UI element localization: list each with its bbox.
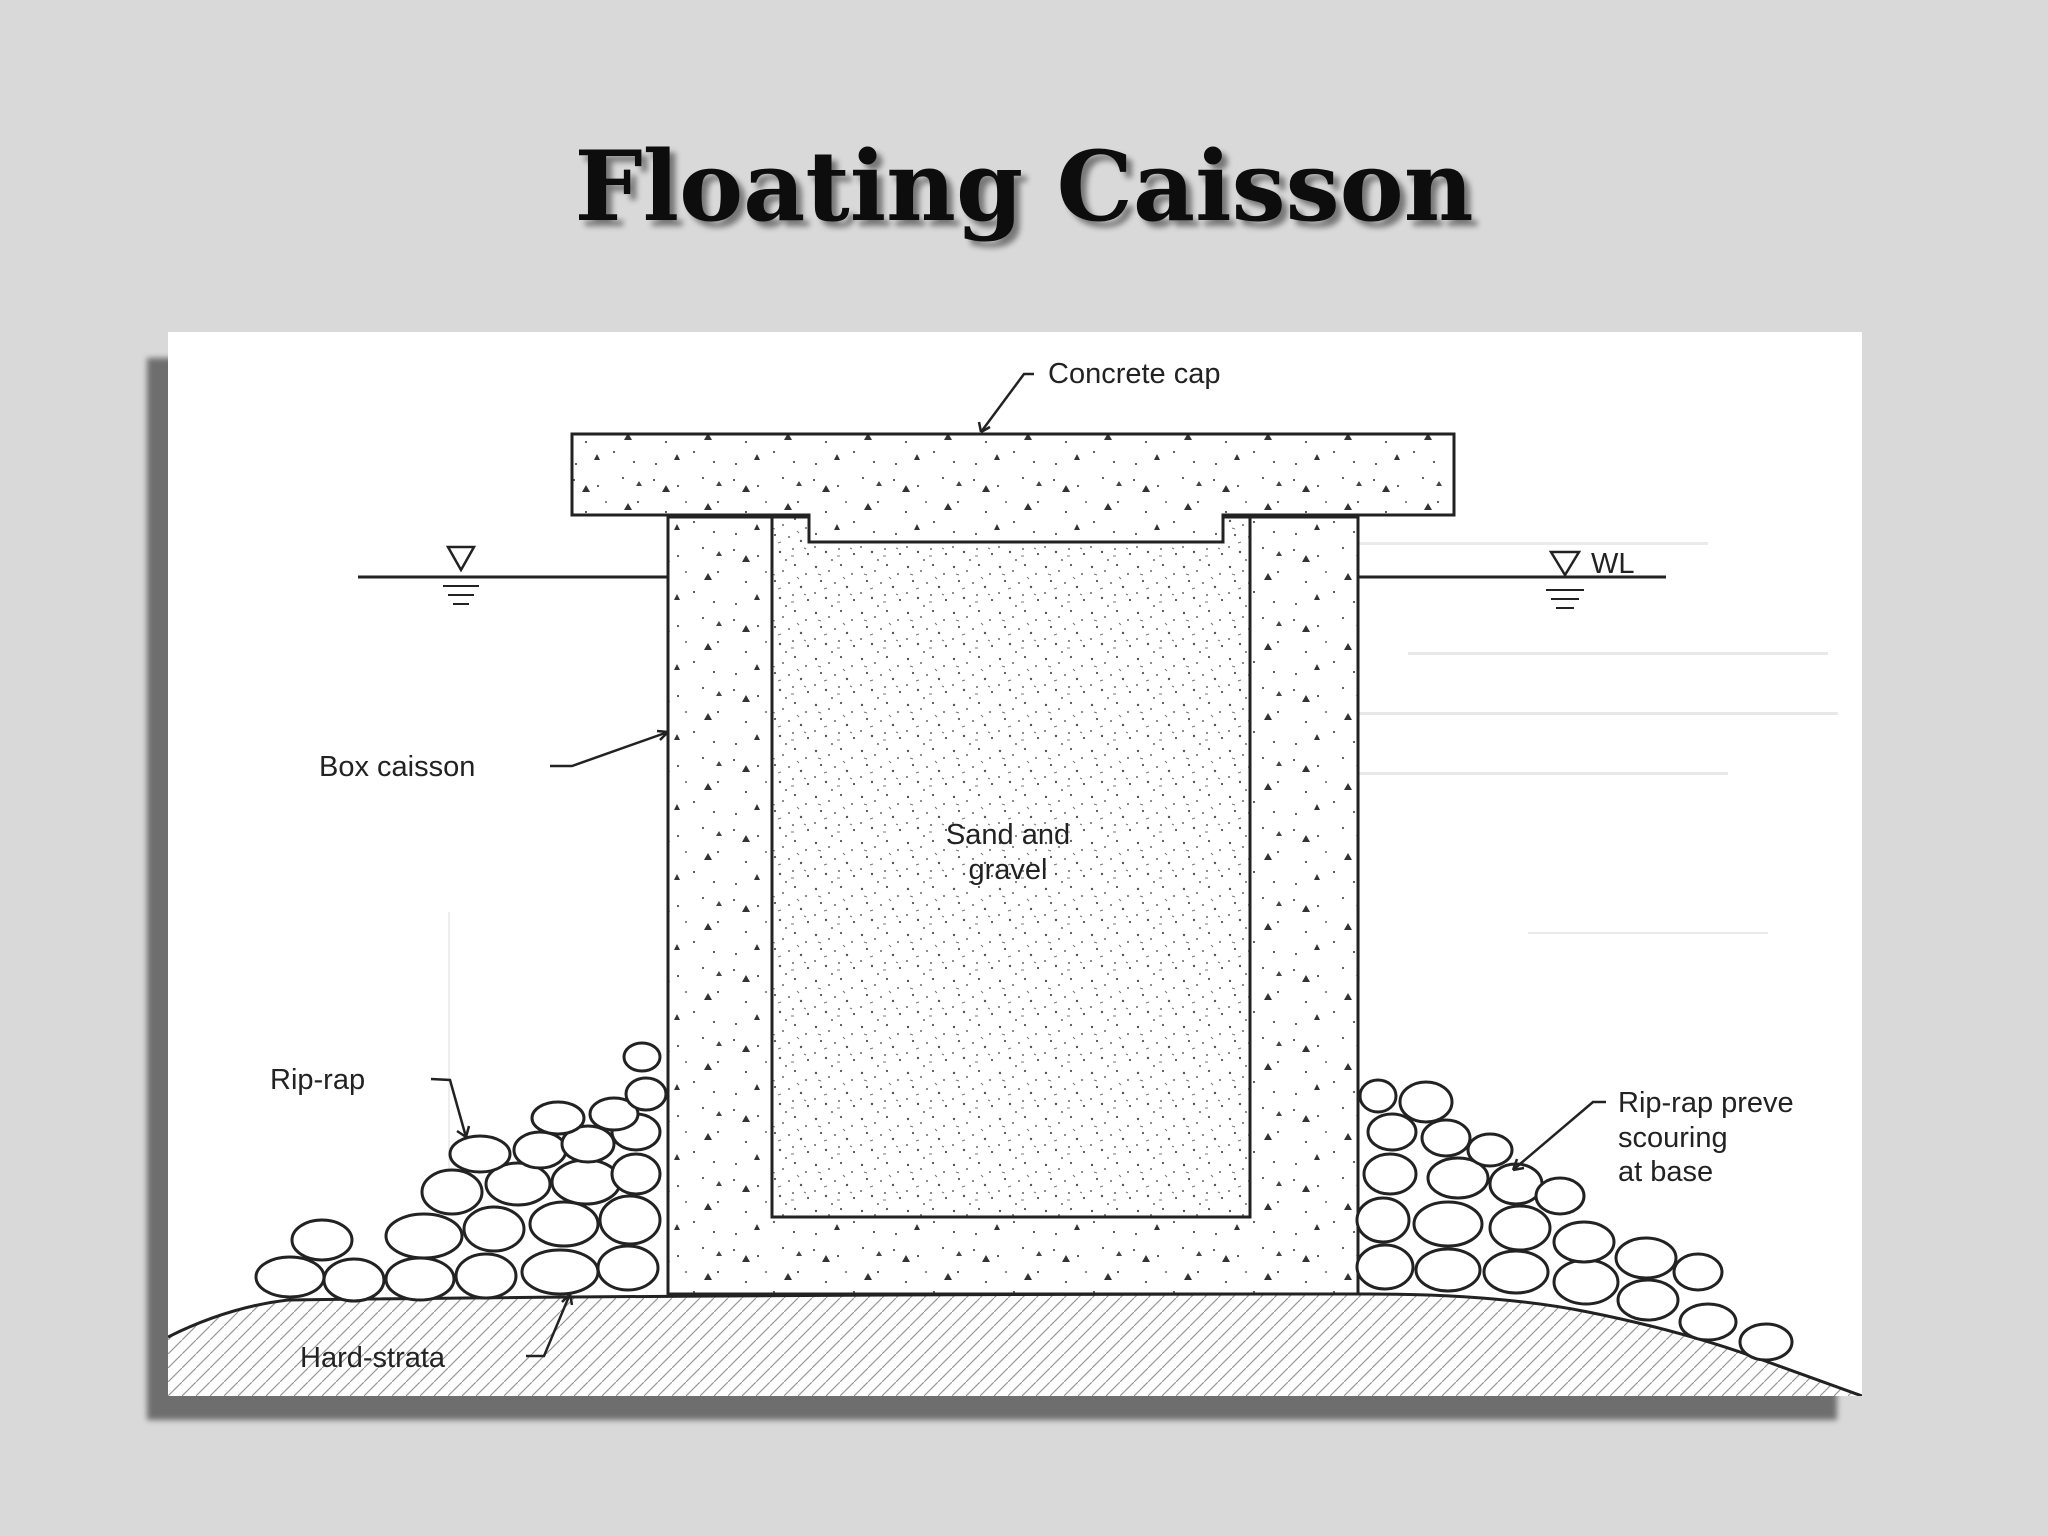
concrete-cap-label: Concrete cap bbox=[1048, 358, 1221, 390]
sand-gravel-label-line1: Sand and bbox=[946, 819, 1070, 851]
rip-rap-left-label: Rip-rap bbox=[270, 1064, 365, 1096]
rip-rap-left bbox=[254, 1041, 668, 1303]
rip-rap-right-label-line2: scouring bbox=[1618, 1122, 1728, 1154]
sand-gravel-fill bbox=[770, 515, 1252, 1219]
water-level-triangle-icon bbox=[1546, 550, 1584, 609]
water-level-label: WL bbox=[1591, 548, 1635, 580]
box-caisson bbox=[666, 515, 1360, 1296]
concrete-cap bbox=[570, 432, 1456, 544]
rip-rap-right-label-line1: Rip-rap preve bbox=[1618, 1087, 1794, 1119]
slide-title: Floating Caisson bbox=[574, 130, 1474, 243]
box-caisson-label: Box caisson bbox=[319, 751, 475, 783]
rip-rap-right bbox=[1355, 1078, 1794, 1362]
sand-gravel-label-line2: gravel bbox=[969, 854, 1048, 886]
rip-rap-right-label-line3: at base bbox=[1618, 1156, 1713, 1188]
hard-strata-label: Hard-strata bbox=[300, 1342, 446, 1374]
diagram-svg: Concrete cap WL Box caisson Sand and gra… bbox=[168, 358, 1862, 1396]
caisson-diagram: Concrete cap WL Box caisson Sand and gra… bbox=[168, 332, 1862, 1396]
water-level-triangle-icon bbox=[443, 545, 479, 605]
leader-lines bbox=[430, 372, 1606, 1358]
